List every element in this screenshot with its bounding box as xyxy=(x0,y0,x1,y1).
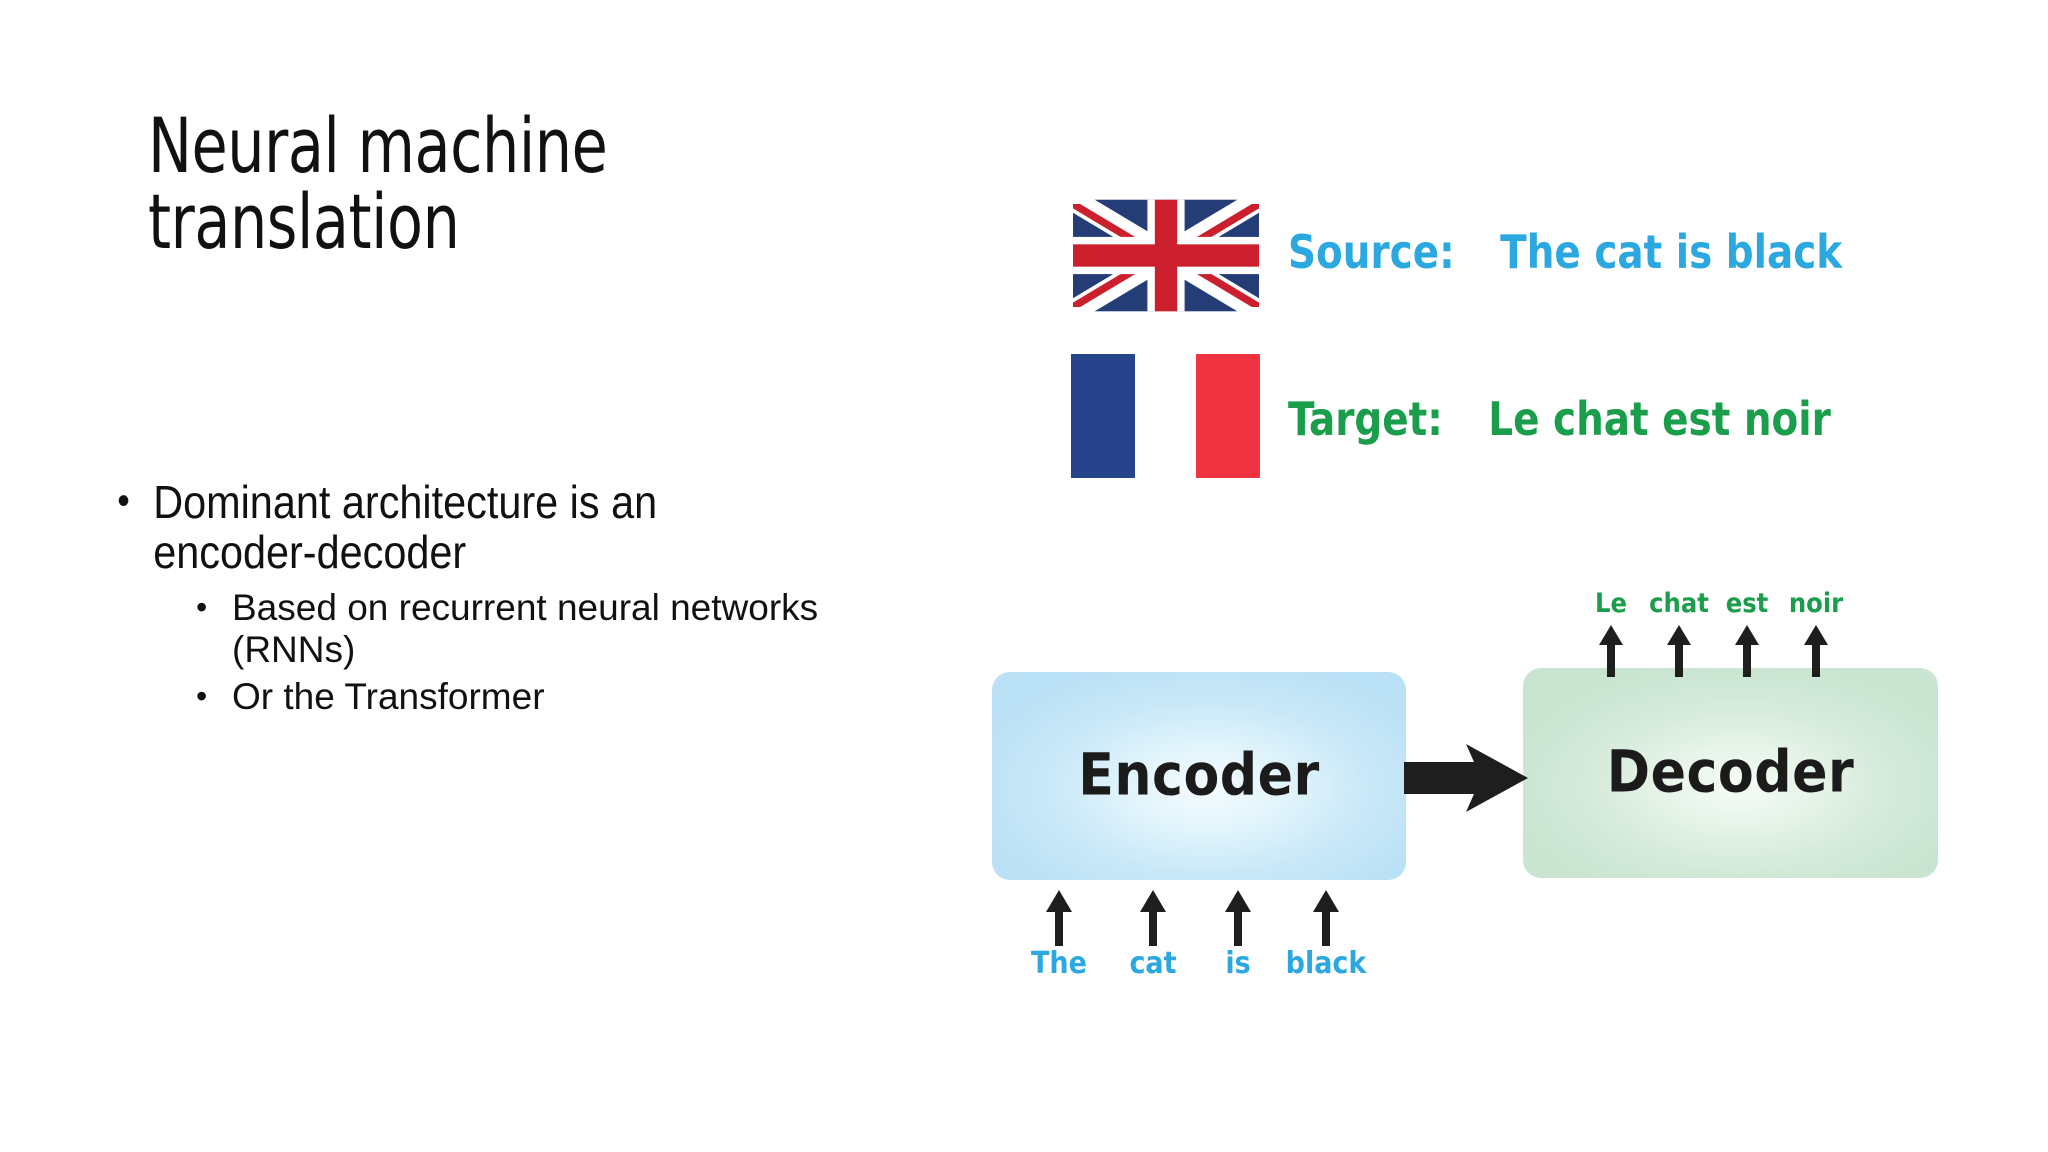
output-token-label: est xyxy=(1725,588,1769,619)
target-sentence: Le chat est noir xyxy=(1488,392,1831,446)
bullet-list: • Dominant architecture is an encoder-de… xyxy=(110,476,830,724)
arrow-up-icon xyxy=(1667,625,1691,677)
arrow-up-icon xyxy=(1313,890,1339,946)
output-token-column: chat xyxy=(1638,588,1720,677)
decoder-box: Decoder xyxy=(1523,668,1938,878)
arrow-up-icon xyxy=(1804,625,1828,677)
output-token-column: Le xyxy=(1570,588,1652,677)
input-token-label: is xyxy=(1225,946,1251,981)
input-token-label: The xyxy=(1031,946,1087,981)
output-token-column: noir xyxy=(1773,588,1859,677)
arrow-up-icon xyxy=(1735,625,1759,677)
target-sentence-row: Target: Le chat est noir xyxy=(1288,392,1831,446)
bullet-item-level2: • Based on recurrent neural networks (RN… xyxy=(192,587,830,670)
input-token-label: black xyxy=(1285,946,1367,981)
output-token-column: est xyxy=(1708,588,1786,677)
input-token-column: black xyxy=(1283,890,1369,981)
bullet-marker-icon: • xyxy=(196,678,208,715)
bullet-item-level1: • Dominant architecture is an encoder-de… xyxy=(110,476,758,578)
encoder-label: Encoder xyxy=(1078,740,1320,809)
target-label: Target: xyxy=(1288,392,1443,446)
sub-bullet-list: • Based on recurrent neural networks (RN… xyxy=(110,587,830,717)
output-token-label: noir xyxy=(1788,588,1844,619)
decoder-label: Decoder xyxy=(1606,737,1855,806)
flag-uk-icon xyxy=(1073,197,1259,314)
input-token-column: is xyxy=(1195,890,1281,981)
output-token-label: Le xyxy=(1595,588,1627,619)
arrow-up-icon xyxy=(1225,890,1251,946)
source-sentence: The cat is black xyxy=(1500,225,1843,279)
output-token-label: chat xyxy=(1649,588,1709,619)
encoder-box: Encoder xyxy=(992,672,1406,880)
bullet-item-level2: • Or the Transformer xyxy=(192,676,830,717)
bullet-marker-icon: • xyxy=(117,479,130,523)
bullet-item-level1-label: Dominant architecture is an encoder-deco… xyxy=(153,476,658,578)
source-label: Source: xyxy=(1288,225,1455,279)
bullet-item-level2-label: Based on recurrent neural networks (RNNs… xyxy=(232,587,819,670)
page-title: Neural machine translation xyxy=(148,101,608,266)
arrow-up-icon xyxy=(1046,890,1072,946)
arrow-right-icon xyxy=(1404,744,1528,812)
input-token-column: The xyxy=(1016,890,1102,981)
input-token-label: cat xyxy=(1129,946,1177,981)
arrow-up-icon xyxy=(1599,625,1623,677)
flag-france-icon-red-band xyxy=(1196,354,1260,478)
source-sentence-row: Source: The cat is black xyxy=(1288,225,1842,279)
bullet-item-level2-label: Or the Transformer xyxy=(232,676,545,718)
flag-france-icon xyxy=(1071,354,1135,478)
arrow-up-icon xyxy=(1140,890,1166,946)
input-token-column: cat xyxy=(1110,890,1196,981)
bullet-marker-icon: • xyxy=(196,589,208,626)
